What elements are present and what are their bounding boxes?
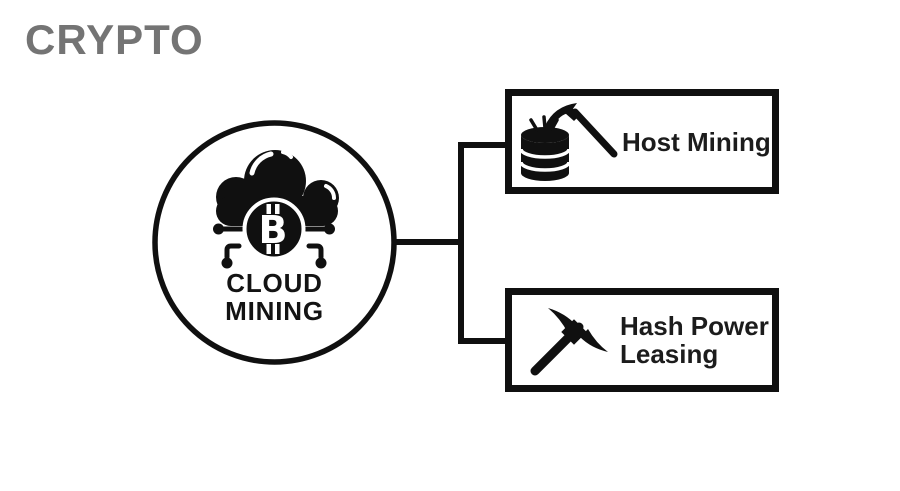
branch-box-hash-power-leasing: Hash Power Leasing: [505, 288, 779, 392]
branch-label-host-mining: Host Mining: [622, 126, 771, 157]
center-circle: [152, 120, 397, 365]
center-node-label-line1: CLOUD: [226, 268, 323, 298]
bitcoin-icon: B: [242, 197, 306, 261]
branch-label-line1: Hash Power: [620, 311, 769, 341]
circuit-traces-icon: [220, 226, 328, 260]
barrel-pickaxe-icon: [519, 102, 618, 181]
branch-label-line2: Leasing: [620, 339, 719, 369]
brand-logo: CRYPTO: [25, 16, 204, 63]
pickaxe-icon: [530, 308, 608, 376]
center-node-label: CLOUD MINING: [154, 269, 395, 325]
connector-lines: [394, 142, 505, 344]
cloud-bitcoin-icon: B: [213, 150, 339, 269]
branch-label-hash-power-leasing: Hash Power Leasing: [620, 312, 769, 368]
branch-box-host-mining: Host Mining: [505, 89, 779, 194]
center-node-label-line2: MINING: [225, 296, 324, 326]
bitcoin-symbol: B: [259, 208, 288, 252]
